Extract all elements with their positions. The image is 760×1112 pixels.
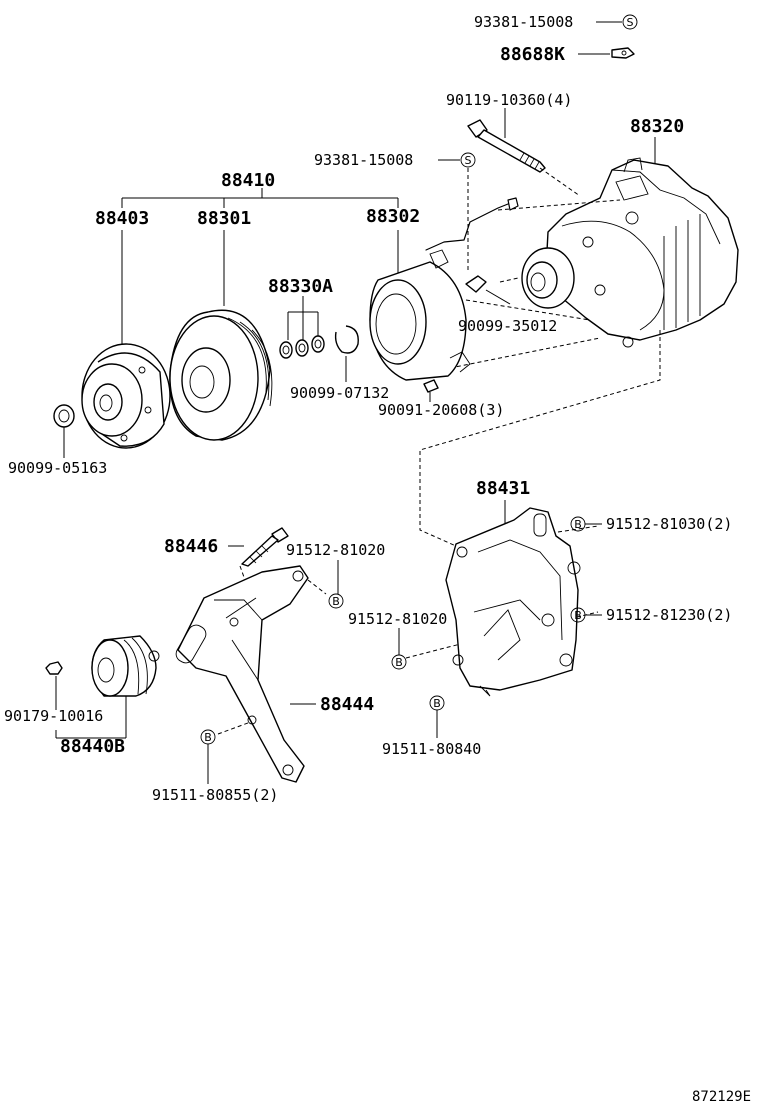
label-88403: 88403: [95, 208, 149, 229]
label-90091-20608: 90091-20608(3): [378, 401, 504, 419]
shims-88330A: [279, 335, 325, 359]
b-mark-80840: B: [429, 695, 445, 738]
label-88320: 88320: [630, 116, 684, 137]
b-mark-81020-b: B: [391, 628, 407, 670]
nut-90099-05163: [53, 404, 75, 458]
pulley-88301: [169, 309, 273, 441]
label-90099-05163: 90099-05163: [8, 459, 107, 477]
idler-pulley-88440B: [91, 635, 160, 697]
label-88330A: 88330A: [268, 276, 333, 297]
clip-88688K: [611, 47, 635, 59]
label-88446: 88446: [164, 536, 218, 557]
bracket-88410: [121, 188, 399, 208]
label-88301: 88301: [197, 208, 251, 229]
label-91511-80840: 91511-80840: [382, 740, 481, 758]
compressor-88320: [521, 157, 739, 348]
svg-text:B: B: [574, 518, 582, 531]
hub-88403: [81, 343, 171, 449]
nut-90179: [45, 661, 63, 710]
label-91512-81030: 91512-81030(2): [606, 515, 732, 533]
svg-text:B: B: [204, 731, 212, 744]
s-mark-top: S: [622, 14, 638, 30]
label-90119-10360: 90119-10360(4): [446, 91, 572, 109]
svg-text:S: S: [465, 154, 472, 167]
svg-text:B: B: [574, 609, 582, 622]
svg-text:B: B: [332, 595, 340, 608]
bolt-88446: [228, 527, 289, 567]
b-mark-81230: B: [570, 607, 602, 623]
label-90179-10016: 90179-10016: [4, 707, 103, 725]
label-88431: 88431: [476, 478, 530, 499]
b-mark-81020-a: B: [328, 560, 344, 609]
b-mark-80855: B: [200, 729, 216, 784]
label-91512-81020-a: 91512-81020: [286, 541, 385, 559]
label-90099-35012: 90099-35012: [458, 317, 557, 335]
svg-text:B: B: [433, 697, 441, 710]
wire-harness: [425, 197, 519, 305]
bolt-90091: [423, 379, 439, 402]
label-88410: 88410: [221, 170, 275, 191]
bracket-88330A: [287, 296, 319, 340]
snap-ring-90099-07132: [334, 325, 359, 382]
bolt-90119: [467, 119, 546, 173]
label-88440B: 88440B: [60, 736, 125, 757]
label-91512-81230: 91512-81230(2): [606, 606, 732, 624]
s-mark-mid: S: [460, 152, 476, 168]
label-88444: 88444: [320, 694, 374, 715]
label-93381-15008-top: 93381-15008: [474, 13, 573, 31]
b-mark-81030: B: [570, 516, 602, 532]
label-88302: 88302: [366, 206, 420, 227]
label-90099-07132: 90099-07132: [290, 384, 389, 402]
svg-text:B: B: [395, 656, 403, 669]
figure-code: 872129E: [692, 1089, 751, 1105]
label-91512-81020-b: 91512-81020: [348, 610, 447, 628]
field-coil-88302: [369, 249, 471, 381]
bracket-88444: [175, 565, 316, 783]
label-91511-80855: 91511-80855(2): [152, 786, 278, 804]
svg-text:S: S: [627, 16, 634, 29]
bracket-88431: [445, 507, 581, 697]
bracket-88440B: [55, 696, 127, 739]
label-88688K: 88688K: [500, 44, 565, 65]
label-93381-15008-mid: 93381-15008: [314, 151, 413, 169]
